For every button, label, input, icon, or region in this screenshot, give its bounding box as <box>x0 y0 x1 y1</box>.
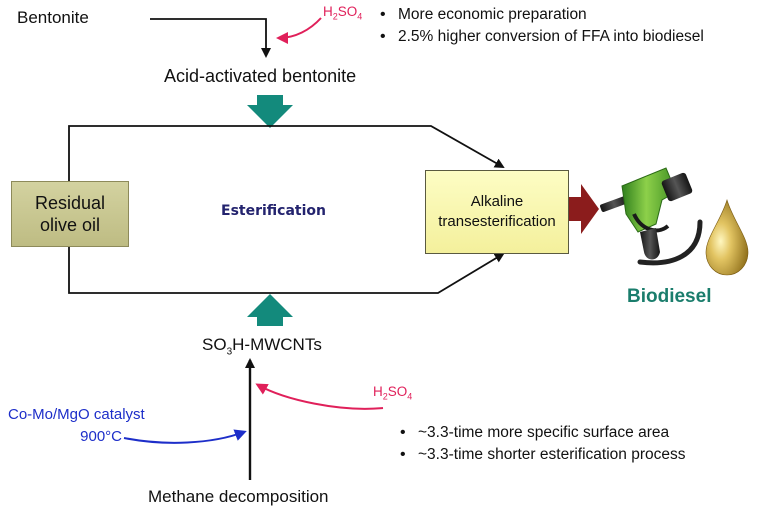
bentonite-feed-line <box>150 18 271 58</box>
alkaline-line-2: transesterification <box>438 213 556 230</box>
product-arrow <box>567 184 599 234</box>
catalyst-label: Co-Mo/MgO catalyst 900°C <box>8 404 145 448</box>
bentonite-label: Bentonite <box>17 8 89 27</box>
top-benefits-list: More economic preparation 2.5% higher co… <box>380 4 704 48</box>
acid-activated-bentonite-label: Acid-activated bentonite <box>164 66 357 86</box>
alkaline-transesterification-box: Alkaline transesterification <box>425 170 569 254</box>
teal-down-arrow <box>247 95 293 128</box>
methane-decomposition-label: Methane decomposition <box>148 487 329 506</box>
fuel-nozzle-icon <box>600 167 703 266</box>
esterification-label: Esterification <box>221 203 326 219</box>
so3h-mwcnts-label: SO3H-MWCNTs <box>202 335 322 358</box>
catalyst-line-1: Co-Mo/MgO catalyst <box>8 406 145 423</box>
teal-up-arrow <box>247 294 293 326</box>
biodiesel-label: Biodiesel <box>627 286 712 307</box>
olive-line-2: olive oil <box>39 215 100 235</box>
bottom-benefit-item: ~3.3-time more specific surface area <box>400 422 686 444</box>
h2so4-bottom-label: H2SO4 <box>373 384 413 402</box>
catalyst-line-2: 900°C <box>80 428 122 445</box>
top-benefit-item: 2.5% higher conversion of FFA into biodi… <box>380 26 704 48</box>
catalyst-arrow <box>123 429 247 444</box>
bottom-benefit-item: ~3.3-time shorter esterification process <box>400 444 686 466</box>
h2so4-bottom-arrow <box>255 383 384 410</box>
loop-top-line <box>68 125 505 181</box>
loop-bottom-line <box>68 245 505 294</box>
olive-line-1: Residual <box>34 193 106 213</box>
bottom-benefits-list: ~3.3-time more specific surface area ~3.… <box>400 422 686 466</box>
top-benefit-item: More economic preparation <box>380 4 704 26</box>
alkaline-line-1: Alkaline <box>470 193 524 210</box>
h2so4-top-label: H2SO4 <box>323 4 363 22</box>
oil-drop-icon <box>705 198 749 276</box>
h2so4-top-arrow <box>276 17 322 44</box>
